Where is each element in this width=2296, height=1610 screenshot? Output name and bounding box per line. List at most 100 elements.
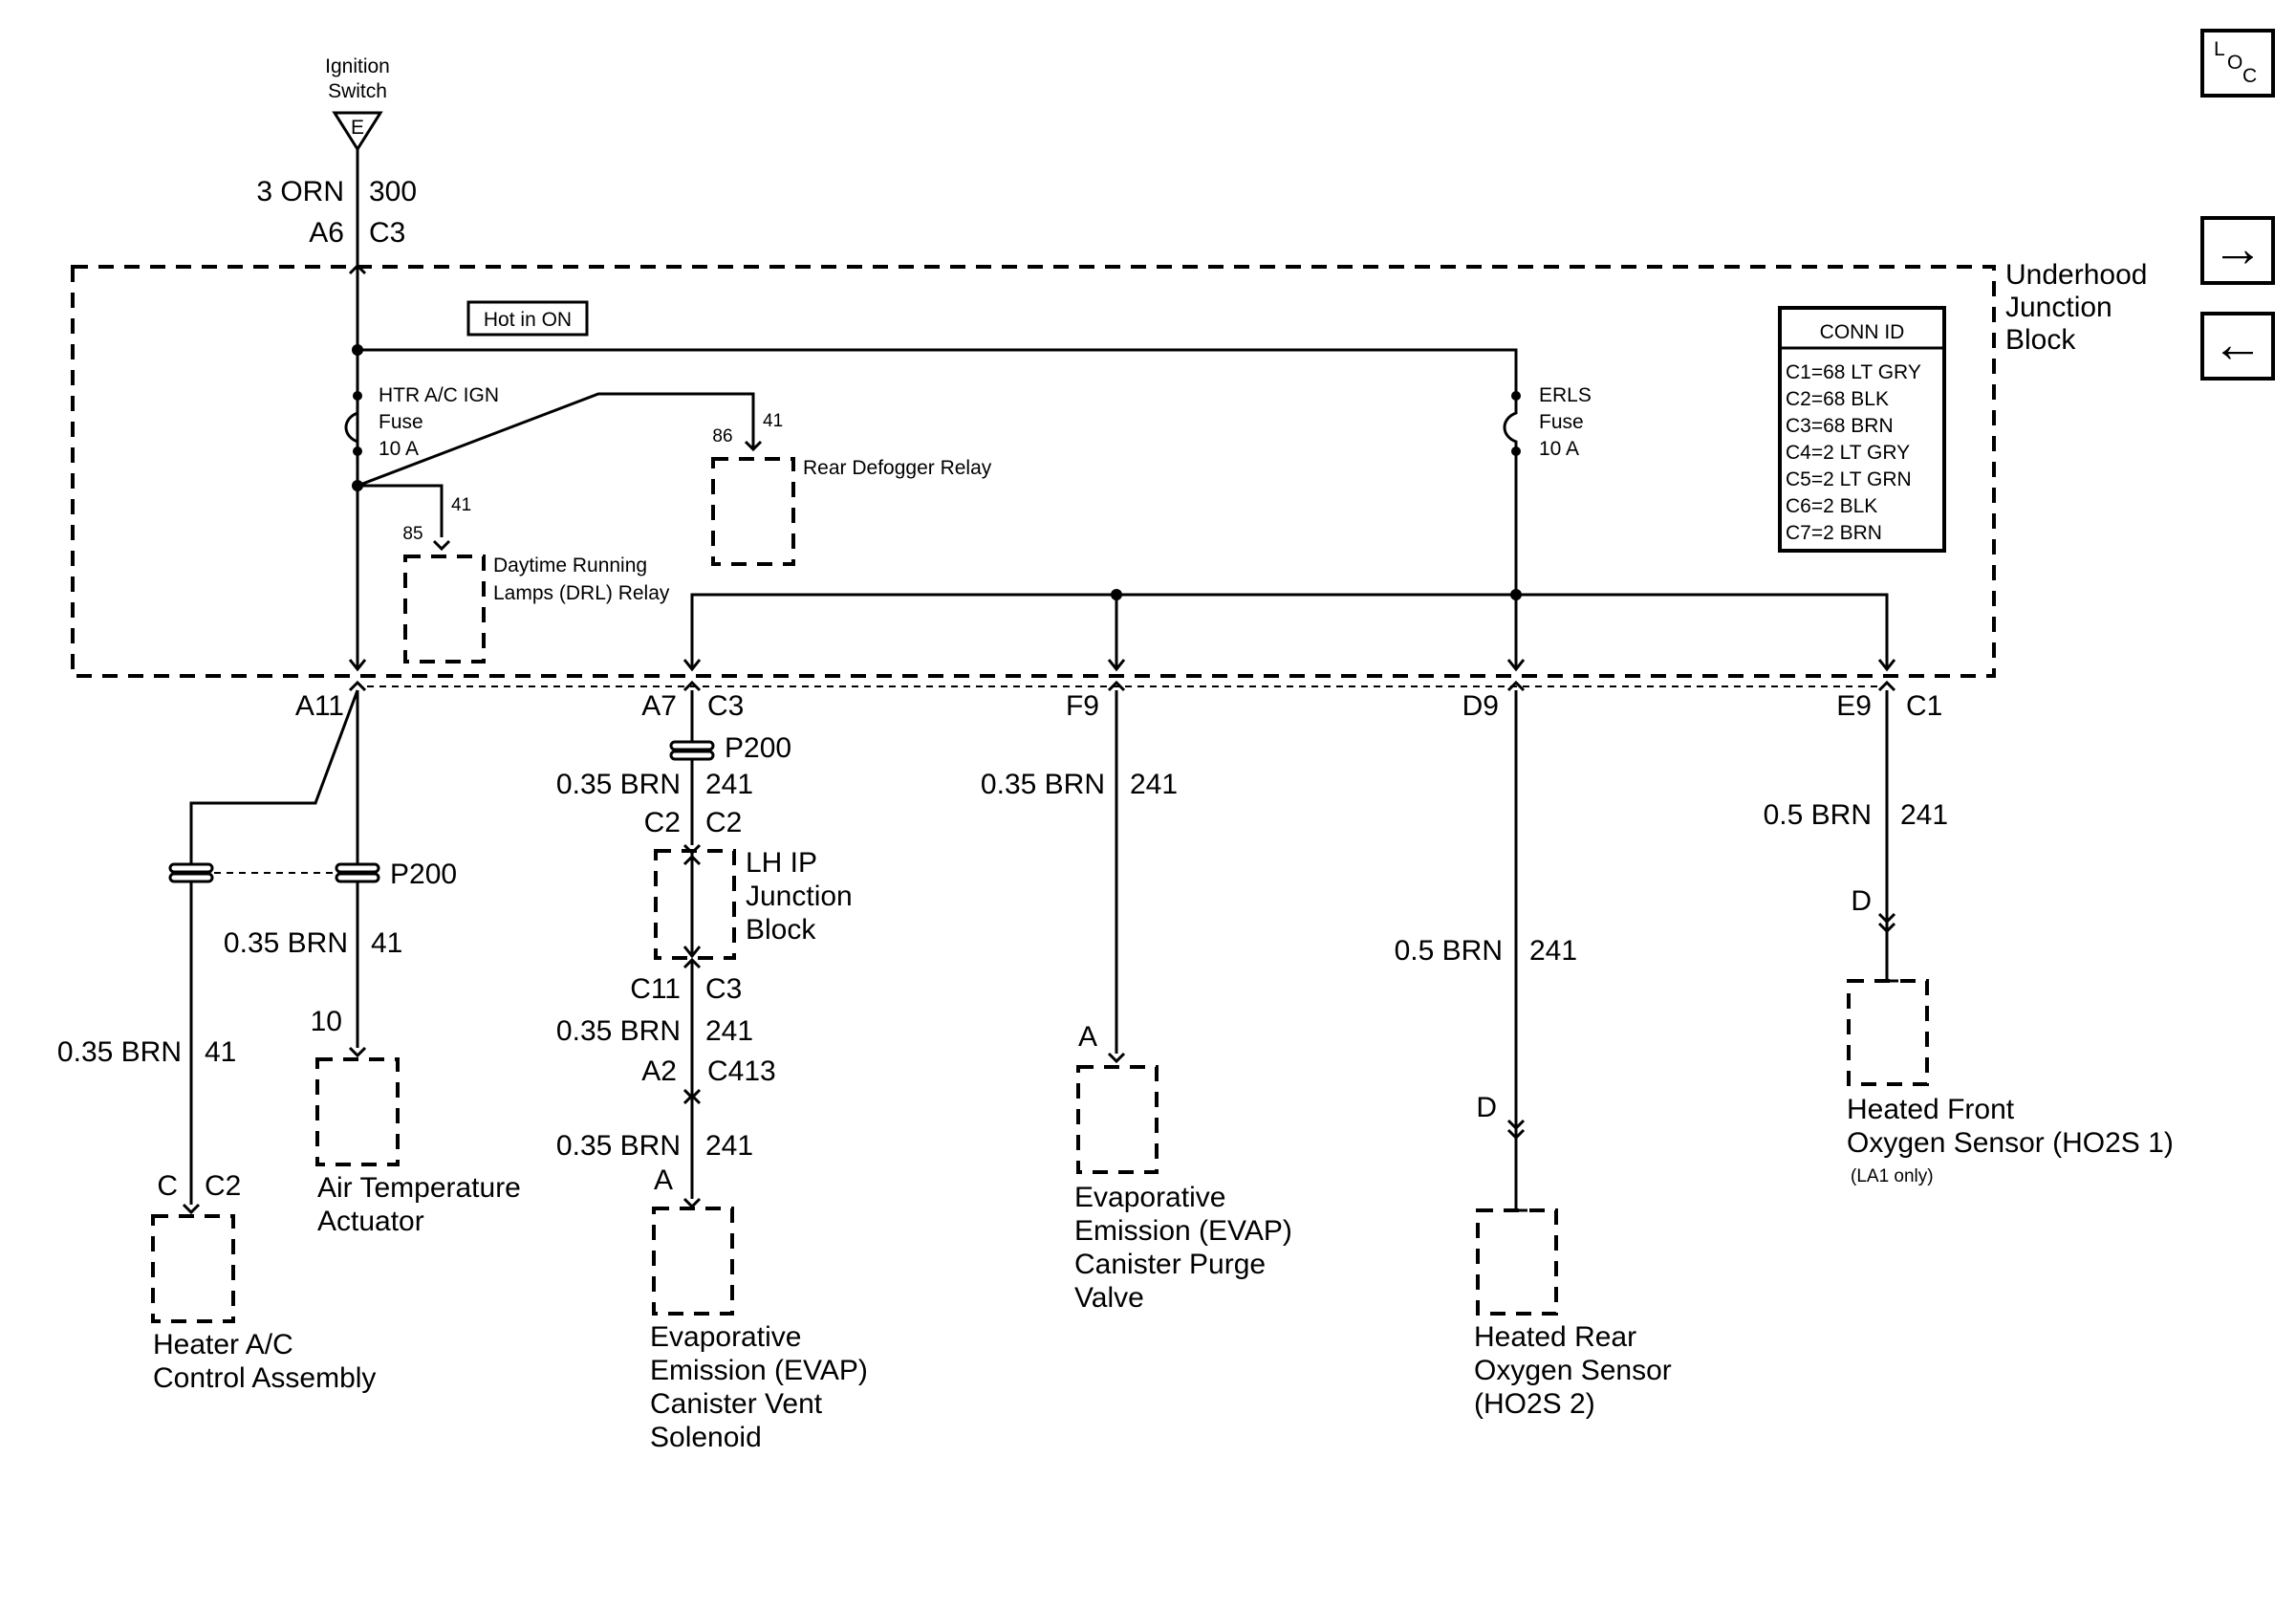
heated-rear-oxygen-sensor [1476, 1208, 1558, 1316]
loc-letter: C [2242, 65, 2257, 87]
arrow-right-icon: → [2212, 220, 2264, 277]
next-page-button[interactable]: → [2200, 216, 2275, 285]
splice-dot [1510, 589, 1522, 600]
pin-d: D [1476, 1092, 1497, 1123]
pin-c2: C2 [644, 807, 681, 838]
connector-pin [1877, 922, 1896, 934]
drl-terminal: 85 [402, 524, 422, 544]
lh-ip-junction-block [654, 849, 736, 960]
underhood-junction-block [71, 265, 1996, 678]
wire-gauge: 0.35 BRN [57, 1036, 182, 1068]
wire-circuit: 241 [1130, 769, 1178, 800]
wire-circuit: 241 [1529, 935, 1577, 967]
wire-circuit: 241 [705, 1015, 753, 1047]
air-temperature-actuator [315, 1057, 400, 1166]
splice-p200-label: P200 [725, 732, 791, 764]
arrow-left-icon: ← [2212, 315, 2264, 373]
connector-arrows [348, 659, 1896, 672]
circuit-241-bus [690, 593, 1889, 669]
connector-pin [682, 1197, 702, 1209]
hot-in-on-label: Hot in ON [484, 309, 572, 331]
loc-letter: L [2214, 38, 2225, 60]
pin-c11: C11 [630, 973, 681, 1005]
conn-id-table: CONN ID C1=68 LT GRY C2=68 BLK C3=68 BRN… [1778, 306, 1946, 553]
drl-feed-wire [357, 484, 444, 537]
splice-p200-icon [335, 862, 380, 883]
rear-defogger-feed-wire [357, 392, 755, 488]
heater-pin-c: C [157, 1170, 178, 1202]
connector-pin [682, 946, 702, 959]
wire-circuit: 41 [205, 1036, 236, 1068]
heater-ac-control-assembly [151, 1214, 235, 1323]
conn-id-row: C5=2 LT GRN [1786, 468, 1912, 490]
hot-in-on-badge [466, 300, 589, 337]
heated-front-oxygen-sensor [1847, 979, 1929, 1086]
previous-page-button[interactable]: ← [2200, 312, 2275, 381]
pin-c413: C413 [707, 1055, 776, 1087]
ignition-switch-symbol [332, 111, 383, 152]
rear-defogger-terminal: 86 [712, 426, 732, 446]
wire-circuit: 241 [1900, 799, 1948, 831]
rear-defogger-circuit: 41 [763, 411, 783, 431]
conn-id-row: C6=2 BLK [1786, 495, 1877, 517]
erls-feed-wire [357, 348, 1518, 394]
pin-c3: C3 [705, 973, 742, 1005]
conn-id-row: C7=2 BRN [1786, 522, 1882, 544]
evap-canister-purge-valve [1076, 1065, 1159, 1174]
feed-wire-circuit: 300 [369, 176, 417, 207]
wire-circuit: 41 [371, 927, 402, 959]
connector-pin [682, 957, 702, 969]
wire-gauge: 0.35 BRN [556, 1130, 681, 1162]
rear-defogger-relay-label: Rear Defogger Relay [803, 457, 992, 479]
conn-id-title: CONN ID [1820, 321, 1905, 343]
connector-pin [682, 854, 702, 866]
splice-p200-icon [669, 740, 715, 761]
loc-button[interactable]: L O C [2200, 29, 2275, 98]
connector-pin [182, 1203, 201, 1215]
wire-gauge: 0.5 BRN [1395, 935, 1503, 967]
relay-pin [432, 539, 451, 552]
connector-pins [348, 680, 1896, 692]
feed-wire-gauge: 3 ORN [256, 176, 344, 207]
pin-e9: E9 [1836, 690, 1872, 722]
heater-pin-c2: C2 [205, 1170, 241, 1202]
wire-circuit: 241 [705, 769, 753, 800]
pin-f9: F9 [1066, 690, 1099, 722]
connector-pin [348, 1046, 367, 1058]
connector-pin [1506, 1128, 1526, 1141]
splice-dot [352, 344, 363, 356]
connector-pin [1107, 1052, 1126, 1064]
splice-p200-icon [168, 862, 214, 883]
erls-fuse-icon [1503, 396, 1518, 451]
evap-canister-vent-solenoid [652, 1207, 734, 1316]
wire-gauge: 0.35 BRN [556, 769, 681, 800]
pin-a7: A7 [641, 690, 677, 722]
wire-gauge: 0.35 BRN [981, 769, 1105, 800]
splice-p200-label: P200 [390, 859, 457, 890]
ignition-terminal-label: E [351, 117, 364, 139]
splice-dot [1111, 589, 1122, 600]
drl-relay [403, 555, 486, 664]
pin-c2: C2 [705, 807, 742, 838]
pin-a2: A2 [641, 1055, 677, 1087]
loc-letter: O [2227, 52, 2242, 74]
conn-id-row: C3=68 BRN [1786, 415, 1894, 437]
pin-d9: D9 [1462, 690, 1499, 722]
feed-pin-a6: A6 [309, 217, 344, 249]
pin-10: 10 [311, 1006, 342, 1037]
pin-a11: A11 [295, 690, 344, 722]
ho2s1-note: (LA1 only) [1851, 1166, 1934, 1186]
wire-circuit: 241 [705, 1130, 753, 1162]
conn-id-row: C2=68 BLK [1786, 388, 1889, 410]
